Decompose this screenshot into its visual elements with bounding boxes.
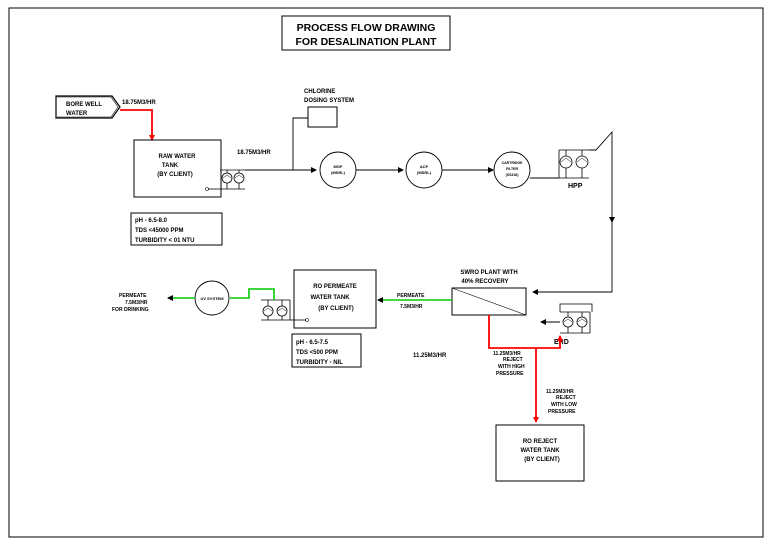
bore-well-feed-line [120,109,155,141]
uv-system-label: UV SYSTEM [200,296,224,301]
raw-tank-label-3: (BY CLIENT) [157,172,193,178]
raw-tank-label-1: RAW WATER [159,154,197,160]
swro-label-2: 40% RECOVERY [461,279,508,285]
pump-icon [562,316,574,328]
permeate-tank-label-3: (BY CLIENT) [318,306,354,312]
ro-reject-tank: RO REJECT WATER TANK (BY CLIENT) [495,424,585,482]
title-line-2: FOR DESALINATION PLANT [296,36,438,48]
reject-low-label-3: WITH LOW [551,402,577,408]
swro-feed-line [532,222,613,295]
raw-tank-label-2: TANK [162,163,179,169]
raw-quality-ph: pH - 6.5-8.0 [135,218,168,224]
uv-system: UV SYSTEM [194,280,230,316]
pump-icon [221,172,233,184]
reject-high-label-4: PRESSURE [496,371,524,377]
final-permeate-label-3: FOR DRINKING [112,307,149,313]
pump-icon [276,305,288,317]
acf-label-2: (MSRL) [417,170,432,175]
raw-quality-tds: TDS <45000 PPM [135,228,184,234]
permeate-tank-label-2: WATER TANK [310,295,350,301]
reject-tank-label-1: RO REJECT [523,439,558,445]
raw-water-quality-box: pH - 6.5-8.0 TDS <45000 PPM TURBIDITY < … [130,212,223,246]
pump-icon [559,155,573,169]
bore-well-label-1: BORE WELL [66,102,102,108]
acf-filter: ACF (MSRL) [405,151,443,189]
reject-high-pressure-line [488,315,563,349]
bore-well-label-2: WATER [66,111,88,117]
final-permeate-label-1: PERMEATE [119,293,147,299]
chlorine-label-1: CHLORINE [304,89,335,95]
cartridge-label-1: CARTRIDGE [502,161,523,165]
ro-permeate-tank: RO PERMEATE WATER TANK (BY CLIENT) [293,269,377,329]
permeate-quality-tds: TDS <500 PPM [296,350,338,356]
raw-water-tank: RAW WATER TANK (BY CLIENT) [133,139,222,198]
raw-quality-turbidity: TURBIDITY < 01 NTU [135,238,194,244]
chlorine-label-2: DOSING SYSTEM [304,98,354,104]
permeate-quality-ph: pH - 6.5-7.5 [296,340,329,346]
pump-to-uv-line [230,288,275,300]
hpp-label: HPP [568,183,583,190]
reject-tank-label-2: WATER TANK [520,448,560,454]
pump-icon [575,155,589,169]
mgf-filter: MGF (MSRL) [319,151,357,189]
title-block: PROCESS FLOW DRAWING FOR DESALINATION PL… [281,15,451,51]
reject-tank-label-3: (BY CLIENT) [524,457,560,463]
title-line-1: PROCESS FLOW DRAWING [297,22,436,34]
mgf-label-2: (MSRL) [331,170,346,175]
hpp-pumps: HPP [558,149,589,190]
feed-flow-label: 18.75M3/HR [237,150,271,156]
reject-low-label-4: PRESSURE [548,409,576,415]
page-frame [8,7,764,538]
permeate-quality-box: pH - 6.5-7.5 TDS <500 PPM TURBIDITY - NI… [291,333,362,368]
bore-well-source: BORE WELL WATER 18.75M3/HR [55,95,156,119]
reject-low-label-1: 11.25M3/HR [546,389,574,395]
permeate-line-label-1: PERMEATE [397,293,425,299]
swro-plant: SWRO PLANT WITH 40% RECOVERY [451,270,527,316]
hpp-discharge-line [589,130,615,223]
pump-icon [233,172,245,184]
bore-well-flow: 18.75M3/HR [122,100,156,106]
pump-icon [262,305,274,317]
permeate-tank-label-1: RO PERMEATE [313,284,357,290]
swro-label-1: SWRO PLANT WITH [460,270,517,276]
reject-total-flow: 11.25M3/HR [413,353,447,359]
reject-high-label-3: WITH HIGH [498,364,525,370]
permeate-transfer-pumps [261,299,306,321]
reject-high-label-2: REJECT [503,357,523,363]
final-permeate-label-2: 7.5M3/HR [125,300,148,306]
cartridge-label-3: (SS316) [506,173,519,177]
permeate-quality-turbidity: TURBIDITY - NIL [296,360,343,366]
cartridge-filter: CARTRIDGE FILTER (SS316) [493,151,531,189]
permeate-line-label-2: 7.5M3/HR [400,304,423,310]
erd-pumps: ERD [554,303,593,346]
pump-icon [576,316,588,328]
acf-label-1: ACF [420,164,429,169]
chlorine-dosing-system: CHLORINE DOSING SYSTEM [292,89,354,170]
mgf-label-1: MGF [334,164,343,169]
cartridge-label-2: FILTER [506,167,518,171]
erd-label: ERD [554,339,569,346]
reject-high-label-1: 11.25M3/HR [493,351,521,357]
reject-low-label-2: REJECT [556,395,576,401]
raw-feed-pumps [208,169,245,190]
